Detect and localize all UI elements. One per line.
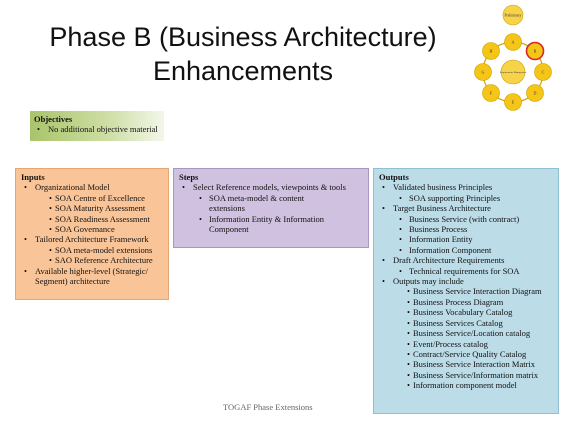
objectives-box: Objectives No additional objective mater… (30, 111, 164, 141)
phase-e-label: E (512, 100, 515, 105)
steps-subitem-continuation: extensions (209, 203, 245, 214)
phase-e-circle (504, 93, 522, 111)
objectives-item: No additional objective material (34, 124, 160, 134)
slide-title: Phase B (Business Architecture) Enhancem… (18, 20, 468, 88)
phase-c-circle (534, 63, 552, 81)
inputs-subitem: SOA Maturity Assessment (21, 203, 163, 214)
steps-subitem-continuation: Component (209, 224, 249, 235)
outputs-subitem: Information component model (379, 380, 553, 391)
outputs-subitem: Business Service/Location catalog (379, 328, 553, 339)
outputs-subitem: SOA supporting Principles (379, 193, 553, 204)
outputs-item: Draft Architecture Requirements (379, 255, 553, 266)
outputs-item: Outputs may include (379, 276, 553, 287)
preliminary-circle (502, 4, 524, 26)
outputs-item: Validated business Principles (379, 182, 553, 193)
steps-item: Select Reference models, viewpoints & to… (179, 182, 363, 193)
phase-f-label: F (490, 91, 493, 96)
outputs-subitem: Business Vocabulary Catalog (379, 307, 553, 318)
steps-heading: Steps (179, 172, 199, 182)
phase-d-circle (526, 84, 544, 102)
inputs-subitem: SOA Centre of Excellence (21, 193, 163, 204)
outputs-heading: Outputs (379, 172, 409, 182)
adm-cycle-diagram: Preliminary A B C D E F G H Requirements… (474, 4, 552, 111)
requirements-management-label: Requirements Management (500, 71, 527, 74)
inputs-box: Inputs Organizational Model SOA Centre o… (15, 168, 169, 300)
outputs-subitem: Information Component (379, 245, 553, 256)
slide-title-line-1: Phase B (Business Architecture) (49, 22, 437, 52)
outputs-subitem: Business Service Interaction Matrix (379, 359, 553, 370)
inputs-item: Available higher-level (Strategic/ (21, 266, 163, 277)
outputs-subitem: Business Process Diagram (379, 297, 553, 308)
requirements-management-circle (500, 59, 526, 85)
slide-footer: TOGAF Phase Extensions (223, 402, 313, 412)
outputs-subitem: Business Process (379, 224, 553, 235)
phase-c-label: C (542, 70, 545, 75)
inputs-subitem: SOA meta-model extensions (21, 245, 163, 256)
steps-subitem: Information Entity & Information (179, 214, 363, 225)
phase-a-label: A (512, 40, 515, 45)
phase-h-label: H (490, 49, 493, 54)
inputs-subitem: SOA Governance (21, 224, 163, 235)
outputs-subitem: Event/Process catalog (379, 339, 553, 350)
phase-b-circle (525, 41, 545, 61)
phase-b-label: B (534, 49, 537, 54)
objectives-heading: Objectives (34, 114, 73, 124)
phase-g-circle (474, 63, 492, 81)
inputs-subitem: SOA Readiness Assessment (21, 214, 163, 225)
outputs-subitem: Business Service Interaction Diagram (379, 286, 553, 297)
outputs-subitem: Technical requirements for SOA (379, 266, 553, 277)
inputs-heading: Inputs (21, 172, 45, 182)
inputs-item-continuation-text: Segment) architecture (35, 276, 110, 287)
phase-d-label: D (534, 91, 537, 96)
steps-box: Steps Select Reference models, viewpoint… (173, 168, 369, 248)
inputs-item: Tailored Architecture Framework (21, 234, 163, 245)
outputs-subitem: Business Service/Information matrix (379, 370, 553, 381)
outputs-subitem: Contract/Service Quality Catalog (379, 349, 553, 360)
inputs-item: Organizational Model (21, 182, 163, 193)
inputs-subitem: SAO Reference Architecture (21, 255, 163, 266)
outputs-subitem: Business Service (with contract) (379, 214, 553, 225)
preliminary-label: Preliminary (505, 14, 522, 18)
outputs-subitem: Business Services Catalog (379, 318, 553, 329)
outputs-subitem: Information Entity (379, 234, 553, 245)
phase-g-label: G (482, 70, 485, 75)
phase-h-circle (482, 42, 500, 60)
outputs-box: Outputs Validated business Principles SO… (373, 168, 559, 414)
inputs-item-continuation: Segment) architecture (21, 276, 163, 286)
outputs-item: Target Business Architecture (379, 203, 553, 214)
slide-title-line-2: Enhancements (152, 56, 334, 86)
steps-subitem: SOA meta-model & content (179, 193, 363, 204)
phase-a-circle (504, 33, 522, 51)
phase-f-circle (482, 84, 500, 102)
